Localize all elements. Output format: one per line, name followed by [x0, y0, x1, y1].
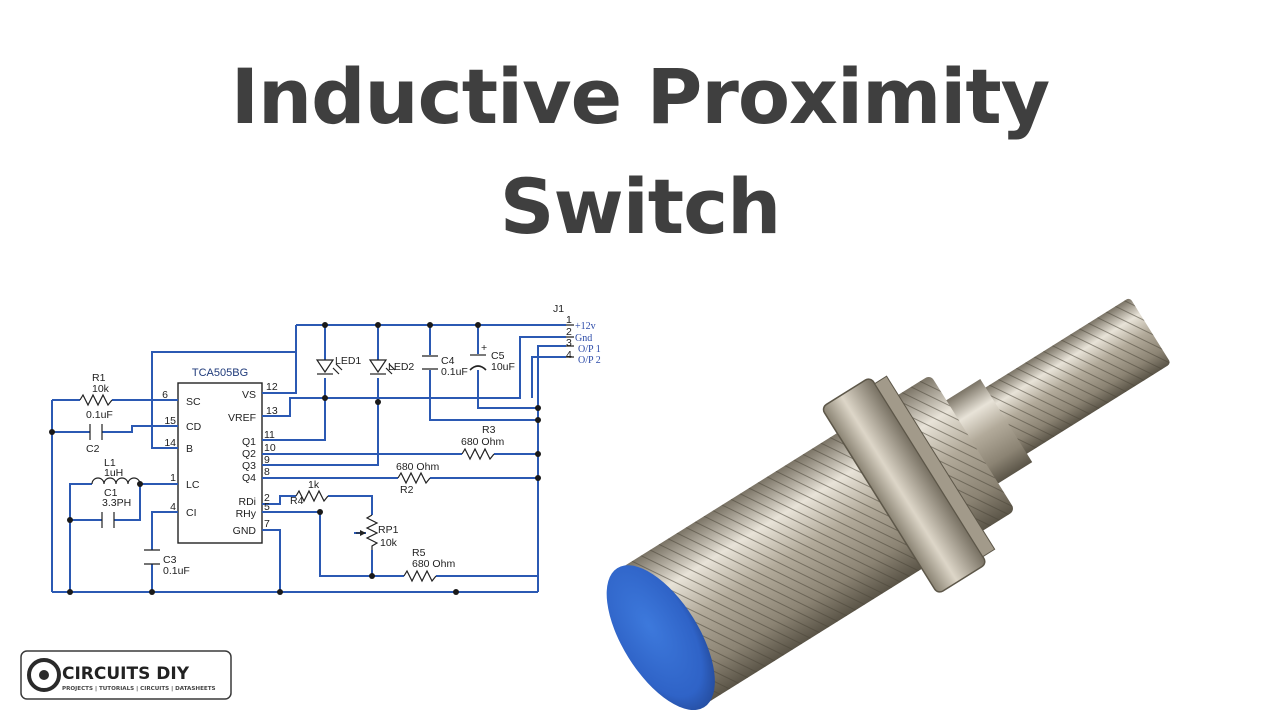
junction-dots: [49, 322, 541, 595]
ic-pin-label-q4: Q4: [242, 472, 256, 484]
c1-value-label: 3.3PH: [102, 497, 131, 509]
potentiometer-wiper-arrow: [360, 530, 366, 536]
c4-value-label: 0.1uF: [441, 366, 468, 378]
page-title-line-1: Inductive Proximity: [230, 52, 1050, 141]
connector-j1-pin-3-number: 3: [566, 337, 572, 349]
r1-value-label: 10k: [92, 383, 110, 395]
inductor-l1: [91, 477, 141, 485]
r2-value-label: 680 Ohm: [396, 461, 439, 473]
resistor-r2: [397, 471, 431, 485]
sensor-neck: [942, 379, 1033, 486]
resistor-r4: [295, 489, 329, 503]
circuit-schematic: TCA505BG SC 6 CD 15 B 14 LC 1 CI 4 VS 12…: [49, 303, 601, 595]
ic-pin-number-9: 9: [264, 454, 270, 466]
ic-pin-number-8: 8: [264, 466, 270, 478]
r2-name-label: R2: [400, 484, 414, 496]
ic-pin-number-2: 2: [264, 492, 270, 504]
connector-j1-name: J1: [553, 303, 564, 315]
schematic-components: [79, 324, 574, 583]
rp1-name-label: RP1: [378, 524, 399, 536]
r5-value-label: 680 Ohm: [412, 558, 455, 570]
resistor-r5: [403, 569, 437, 583]
ic-pin-number-1: 1: [170, 472, 176, 484]
resistor-r3: [461, 447, 495, 461]
ic-pin-number-11: 11: [264, 429, 275, 441]
potentiometer-rp1: [365, 514, 379, 550]
r4-name-label: R4: [290, 495, 304, 507]
logo-mark-icon: [27, 658, 61, 692]
c3-name-label: C3: [163, 554, 177, 566]
connector-j1-pin-1-label: +12v: [575, 321, 596, 332]
ic-pin-label-q1: Q1: [242, 436, 256, 448]
connector-j1-pin-2-label: Gnd: [575, 333, 592, 344]
circuits-diy-logo: CIRCUITS DIY PROJECTS | TUTORIALS | CIRC…: [20, 650, 232, 700]
ic-pin-number-13: 13: [266, 405, 278, 417]
ic-pin-label-ci: CI: [186, 507, 197, 519]
capacitor-c4: [422, 355, 438, 370]
ic-pin-label-q2: Q2: [242, 448, 256, 460]
capacitor-c1: [101, 512, 115, 528]
ic-pin-number-14: 14: [164, 437, 176, 449]
r5-name-label: R5: [412, 547, 426, 559]
c5-value-label: 10uF: [491, 361, 515, 373]
ic-pin-number-10: 10: [264, 442, 276, 454]
ic-pin-label-b: B: [186, 443, 193, 455]
led1-symbol: [315, 359, 343, 375]
r3-value-label: 680 Ohm: [461, 436, 504, 448]
connector-j1-pin-4-label: O/P 2: [578, 355, 601, 366]
c5-polarity-label: +: [481, 342, 487, 354]
l1-value-label: 1uH: [104, 467, 123, 479]
r3-name-label: R3: [482, 424, 496, 436]
ic-pin-label-rhy: RHy: [236, 508, 257, 520]
ic-pin-number-7: 7: [264, 518, 270, 530]
logo-name: CIRCUITS DIY: [62, 664, 190, 684]
ic-pin-number-4: 4: [170, 501, 176, 513]
resistor-r1: [79, 393, 113, 407]
proximity-sensor-image: [606, 298, 1170, 711]
connector-j1-pin-4-number: 4: [566, 349, 572, 361]
ic-pin-label-vref: VREF: [228, 412, 256, 424]
schematic-wires: [51, 324, 566, 593]
ic-pin-label-gnd: GND: [233, 525, 257, 537]
ic-pin-number-5: 5: [264, 501, 270, 513]
led1-name-label: LED1: [335, 355, 361, 367]
capacitor-c3: [144, 549, 160, 565]
ic-pin-label-lc: LC: [186, 479, 200, 491]
led2-symbol: [368, 359, 396, 375]
page-title-line-2: Switch: [499, 162, 781, 251]
ic-pin-label-cd: CD: [186, 421, 202, 433]
connector-j1-pin-1-number: 1: [566, 314, 572, 326]
ic-pin-label-sc: SC: [186, 396, 201, 408]
c5-name-label: C5: [491, 350, 505, 362]
l1-name-label: L1: [104, 457, 116, 469]
led2-name-label: LED2: [388, 361, 414, 373]
ic-pin-label-rdi: RDi: [239, 496, 257, 508]
c1-name-label: C1: [104, 487, 118, 499]
ic-pin-number-12: 12: [266, 381, 278, 393]
c2-name-label: C2: [86, 443, 100, 455]
logo-tagline: PROJECTS | TUTORIALS | CIRCUITS | DATASH…: [62, 686, 216, 692]
ic-name-label: TCA505BG: [192, 367, 248, 379]
c2-value-label: 0.1uF: [86, 409, 113, 421]
r1-name-label: R1: [92, 372, 106, 384]
ic-pin-label-q3: Q3: [242, 460, 256, 472]
ic-pin-label-vs: VS: [242, 389, 256, 401]
ic-pin-number-6: 6: [162, 389, 168, 401]
sensor-blue-cap: [606, 565, 715, 711]
r4-value-label: 1k: [308, 479, 320, 491]
connector-j1-pins: [566, 324, 574, 358]
ic-body: [177, 382, 263, 544]
ic-pin-number-15: 15: [164, 415, 176, 427]
connector-j1-pin-3-label: O/P 1: [578, 344, 601, 355]
connector-j1-pin-2-number: 2: [566, 326, 572, 338]
c4-name-label: C4: [441, 355, 455, 367]
rp1-value-label: 10k: [380, 537, 398, 549]
capacitor-c2: [89, 424, 103, 440]
c3-value-label: 0.1uF: [163, 565, 190, 577]
